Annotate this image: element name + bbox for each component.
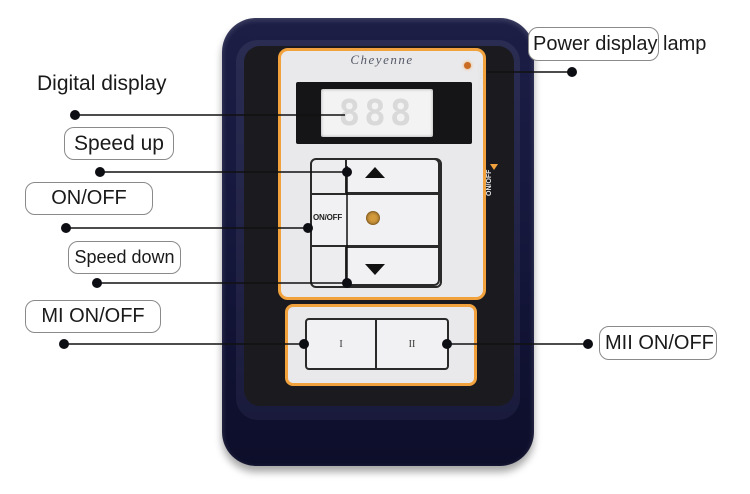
callout-speed-up: Speed up: [64, 127, 174, 160]
callout-dot-mi-on-off: [59, 339, 69, 349]
arrow-up-icon: [365, 167, 385, 178]
mi-key-label: I: [339, 338, 343, 350]
callout-dot-speed-down: [92, 278, 102, 288]
display-digits: 888: [338, 92, 416, 134]
callout-dot-speed-up: [95, 167, 105, 177]
mii-key-label: II: [408, 338, 416, 350]
callout-mii-on-off-text: MII ON/OFF: [605, 331, 714, 354]
callout-dot-mi-on-off-end: [299, 339, 309, 349]
callout-dot-on-off: [61, 223, 71, 233]
callout-on-off-text: ON/OFF: [51, 187, 127, 209]
callout-dot-mii-on-off-end: [442, 339, 452, 349]
callout-speed-up-text: Speed up: [74, 131, 164, 155]
callout-dot-power-lamp: [567, 67, 577, 77]
speed-down-button[interactable]: [345, 246, 440, 286]
callout-speed-down-text: Speed down: [74, 247, 175, 267]
callout-speed-down: Speed down: [68, 241, 181, 274]
callout-on-off: ON/OFF: [25, 182, 153, 215]
digital-display: 888: [321, 89, 433, 137]
callout-dot-digital-display: [70, 110, 80, 120]
brand-logo: Cheyenne: [350, 52, 414, 67]
mii-on-off-button[interactable]: II: [375, 318, 449, 370]
callout-mi-on-off-text: MI ON/OFF: [41, 305, 145, 327]
callout-digital-display: Digital display: [37, 72, 167, 95]
callout-mii-on-off: MII ON/OFF: [599, 326, 717, 360]
callout-power-display-lamp-text: Power display lamp: [533, 32, 707, 55]
callout-dot-speed-down-end: [342, 278, 352, 288]
callout-dot-on-off-end: [303, 223, 313, 233]
mi-on-off-button[interactable]: I: [305, 318, 377, 370]
callout-dot-speed-up-end: [342, 167, 352, 177]
callout-power-display-lamp: Power display lamp: [528, 27, 706, 61]
callout-mi-on-off: MI ON/OFF: [25, 300, 161, 333]
callout-dot-mii-on-off: [583, 339, 593, 349]
status-led-icon: [367, 212, 379, 224]
on-off-key-label: ON/OFF: [313, 213, 343, 222]
triangle-marker-icon: [490, 164, 498, 170]
arrow-down-icon: [365, 264, 385, 275]
power-lamp-icon: [464, 62, 471, 69]
